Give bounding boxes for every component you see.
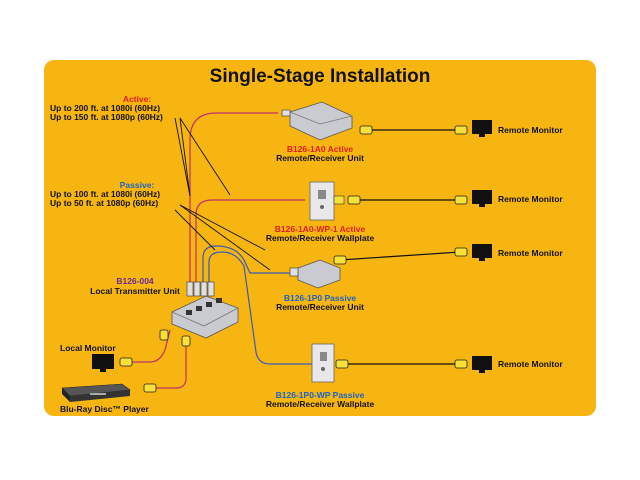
page-title: Single-Stage Installation <box>209 66 431 87</box>
bluray-player-icon <box>61 383 131 402</box>
transmitter-name: Local Transmitter Unit <box>90 286 180 296</box>
receiver-name-active-wallplate: Remote/Receiver Wallplate <box>265 233 375 243</box>
local-transmitter-icon <box>171 281 239 339</box>
passive-wallplate-icon <box>311 343 335 383</box>
active-pointer-3 <box>174 117 191 197</box>
receiver-model-passive-wallplate: B126-1P0-WP Passive <box>275 390 365 400</box>
receiver-name-passive-unit: Remote/Receiver Unit <box>276 302 364 312</box>
cat5-passive-cables <box>202 245 312 365</box>
passive-spec-line-2: Up to 50 ft. at 1080p (60Hz) <box>50 198 159 208</box>
active-pointer-1 <box>179 117 231 196</box>
remote-monitor-label: Remote Monitor <box>498 248 563 258</box>
remote-monitor-icons <box>472 120 492 373</box>
cable-to-active-wallplate <box>195 199 305 282</box>
passive-heading: Passive: <box>119 180 155 190</box>
active-spec-line-2: Up to 150 ft. at 1080p (60Hz) <box>50 112 163 122</box>
active-receiver-unit-icon <box>281 101 353 141</box>
hdmi-cables <box>339 129 461 365</box>
monitor-icon <box>472 190 492 207</box>
remote-monitor-label: Remote Monitor <box>498 125 563 135</box>
receiver-model-active-unit: B126-1A0 Active <box>286 144 354 154</box>
active-heading: Active: <box>122 94 152 104</box>
local-monitor-label: Local Monitor <box>60 343 116 353</box>
cable-to-active-unit <box>189 112 278 282</box>
active-wallplate-icon <box>309 181 345 221</box>
bluray-player-label: Blu-Ray Disc™ Player <box>60 404 149 414</box>
cable-to-passive-wallplate <box>208 251 312 365</box>
monitor-icon <box>472 120 492 137</box>
active-pointer-2 <box>179 117 191 197</box>
local-monitor-icon <box>92 354 114 372</box>
monitor-icon <box>472 244 492 261</box>
receiver-model-active-wallplate: B126-1A0-WP-1 Active <box>274 224 366 234</box>
passive-receiver-unit-icon <box>289 259 341 289</box>
passive-pointer-3 <box>174 209 216 251</box>
active-spec-line-1: Up to 200 ft. at 1080i (60Hz) <box>50 103 161 113</box>
transmitter-model: B126-004 <box>116 276 154 286</box>
callout-lines <box>174 117 271 271</box>
remote-monitor-label: Remote Monitor <box>498 359 563 369</box>
receiver-name-active-unit: Remote/Receiver Unit <box>276 153 364 163</box>
passive-pointer-1 <box>179 204 271 271</box>
monitor-icon <box>472 356 492 373</box>
cable-to-passive-unit <box>202 245 290 282</box>
local-hdmi-plugs <box>119 329 191 393</box>
receiver-model-passive-unit: B126-1P0 Passive <box>283 293 357 303</box>
remote-monitor-label: Remote Monitor <box>498 194 563 204</box>
cat5-cables <box>189 112 305 282</box>
local-cables <box>130 329 187 389</box>
receiver-name-passive-wallplate: Remote/Receiver Wallplate <box>265 399 375 409</box>
passive-spec-line-1: Up to 100 ft. at 1080i (60Hz) <box>50 189 161 199</box>
passive-pointer-2 <box>179 204 266 251</box>
hdmi-plugs <box>333 125 468 369</box>
